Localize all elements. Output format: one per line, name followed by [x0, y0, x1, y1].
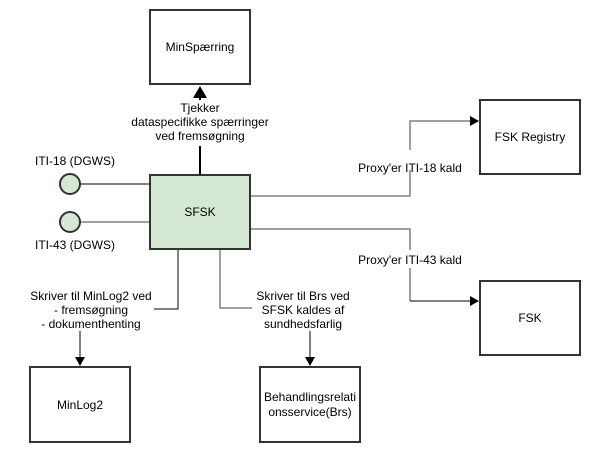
node-minspaerring[interactable]: MinSpærring: [149, 9, 251, 85]
node-iti43-interface[interactable]: [59, 211, 81, 233]
node-minlog2[interactable]: MinLog2: [29, 366, 131, 443]
node-minlog2-label: MinLog2: [57, 398, 103, 412]
iti18-interface-circle: [59, 173, 81, 195]
edge-sfsk-to-fsk-registry[interactable]: [250, 116, 479, 197]
edge-sfsk-to-brs[interactable]: [219, 250, 315, 366]
edge-sfsk-to-fsk[interactable]: [250, 228, 479, 306]
edge-label-minspaerring-line-2: dataspecifikke spærringer: [131, 115, 268, 129]
edge-label-fsk-registry: Proxy'er ITI-18 kald: [358, 161, 462, 175]
edge-label-minspaerring-line-1: Tjekker: [180, 101, 219, 115]
edge-label-minlog2-line-3: - dokumenthenting: [41, 317, 140, 331]
node-brs-label-line-2: onsservice(Brs): [268, 405, 351, 419]
edge-label-minspaerring: Tjekker dataspecifikke spærringer ved fr…: [125, 100, 275, 146]
edge-label-minlog2-line-2: - fremsøgning: [54, 303, 128, 317]
iti18-label: ITI-18 (DGWS): [35, 154, 115, 168]
node-sfsk[interactable]: SFSK: [149, 174, 251, 250]
edge-label-minlog2-line-1: Skriver til MinLog2 ved: [30, 289, 151, 303]
node-sfsk-label: SFSK: [184, 205, 215, 219]
iti43-interface-circle: [59, 211, 81, 233]
iti43-label: ITI-43 (DGWS): [35, 238, 115, 252]
node-iti18-interface[interactable]: [59, 173, 81, 195]
edge-label-brs-line-3: sundhedsfarlig: [264, 317, 342, 331]
node-fsk-label: FSK: [518, 311, 541, 325]
edge-label-minspaerring-line-3: ved fremsøgning: [155, 129, 244, 143]
node-fsk-registry-label: FSK Registry: [495, 130, 566, 144]
node-brs[interactable]: Behandlingsrelati onsservice(Brs): [259, 366, 361, 443]
edge-label-brs: Skriver til Brs ved SFSK kaldes af sundh…: [256, 289, 349, 331]
edge-label-brs-line-1: Skriver til Brs ved: [256, 289, 349, 303]
node-minspaerring-label: MinSpærring: [166, 40, 235, 54]
edge-label-minlog2: Skriver til MinLog2 ved - fremsøgning - …: [30, 289, 151, 331]
edge-sfsk-to-minspaerring[interactable]: [193, 86, 207, 175]
edge-label-brs-line-2: SFSK kaldes af: [262, 303, 345, 317]
arrow-up-icon: [193, 86, 207, 98]
node-fsk-registry[interactable]: FSK Registry: [479, 99, 581, 175]
node-fsk[interactable]: FSK: [479, 280, 581, 356]
edge-label-fsk: Proxy'er ITI-43 kald: [358, 253, 462, 267]
node-brs-label-line-1: Behandlingsrelati: [264, 390, 356, 404]
edge-sfsk-to-minlog2[interactable]: [75, 250, 179, 366]
